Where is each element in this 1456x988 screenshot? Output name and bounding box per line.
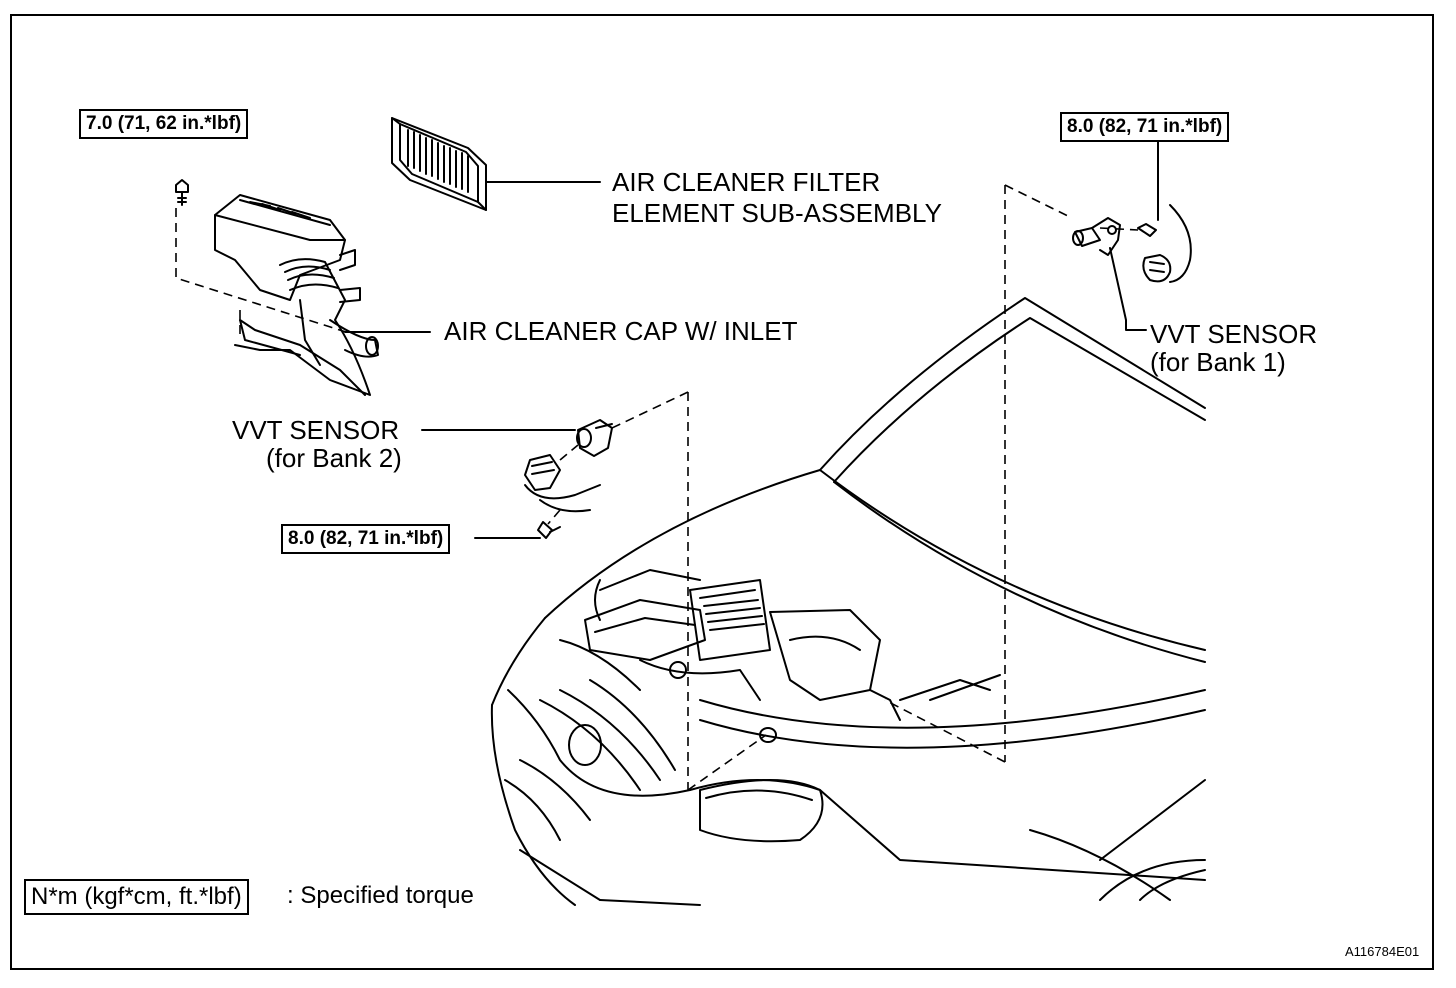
label-vvt-bank1-line1: VVT SENSOR <box>1150 319 1318 349</box>
legend-description: : Specified torque <box>287 882 474 909</box>
figure-id: A116784E01 <box>1345 944 1420 959</box>
legend-torque-unit: N*m (kgf*cm, ft.*lbf) <box>24 879 249 915</box>
air-cleaner-cap <box>175 179 431 396</box>
label-air-cleaner-cap: AIR CLEANER CAP W/ INLET <box>444 316 798 346</box>
torque-vvt-bank2-bolt: 8.0 (82, 71 in.*lbf) <box>281 524 451 554</box>
label-vvt-bank1-line2: (for Bank 1) <box>1150 347 1286 377</box>
diagram-frame <box>10 14 1434 970</box>
torque-air-cleaner-bolt: 7.0 (71, 62 in.*lbf) <box>79 109 249 139</box>
label-filter-line1: AIR CLEANER FILTER <box>612 167 881 197</box>
vvt-sensor-bank1 <box>1072 139 1192 331</box>
vehicle-front-end <box>490 297 1206 906</box>
label-filter-line2: ELEMENT SUB-ASSEMBLY <box>612 198 942 228</box>
assembly-guide-lines <box>175 184 1139 791</box>
torque-vvt-bank1-bolt: 8.0 (82, 71 in.*lbf) <box>1060 112 1230 142</box>
label-vvt-bank2-line2: (for Bank 2) <box>266 443 402 473</box>
air-cleaner-filter-element <box>391 117 601 211</box>
vvt-sensor-bank2 <box>421 419 613 539</box>
label-vvt-bank2-line1: VVT SENSOR <box>232 415 400 445</box>
